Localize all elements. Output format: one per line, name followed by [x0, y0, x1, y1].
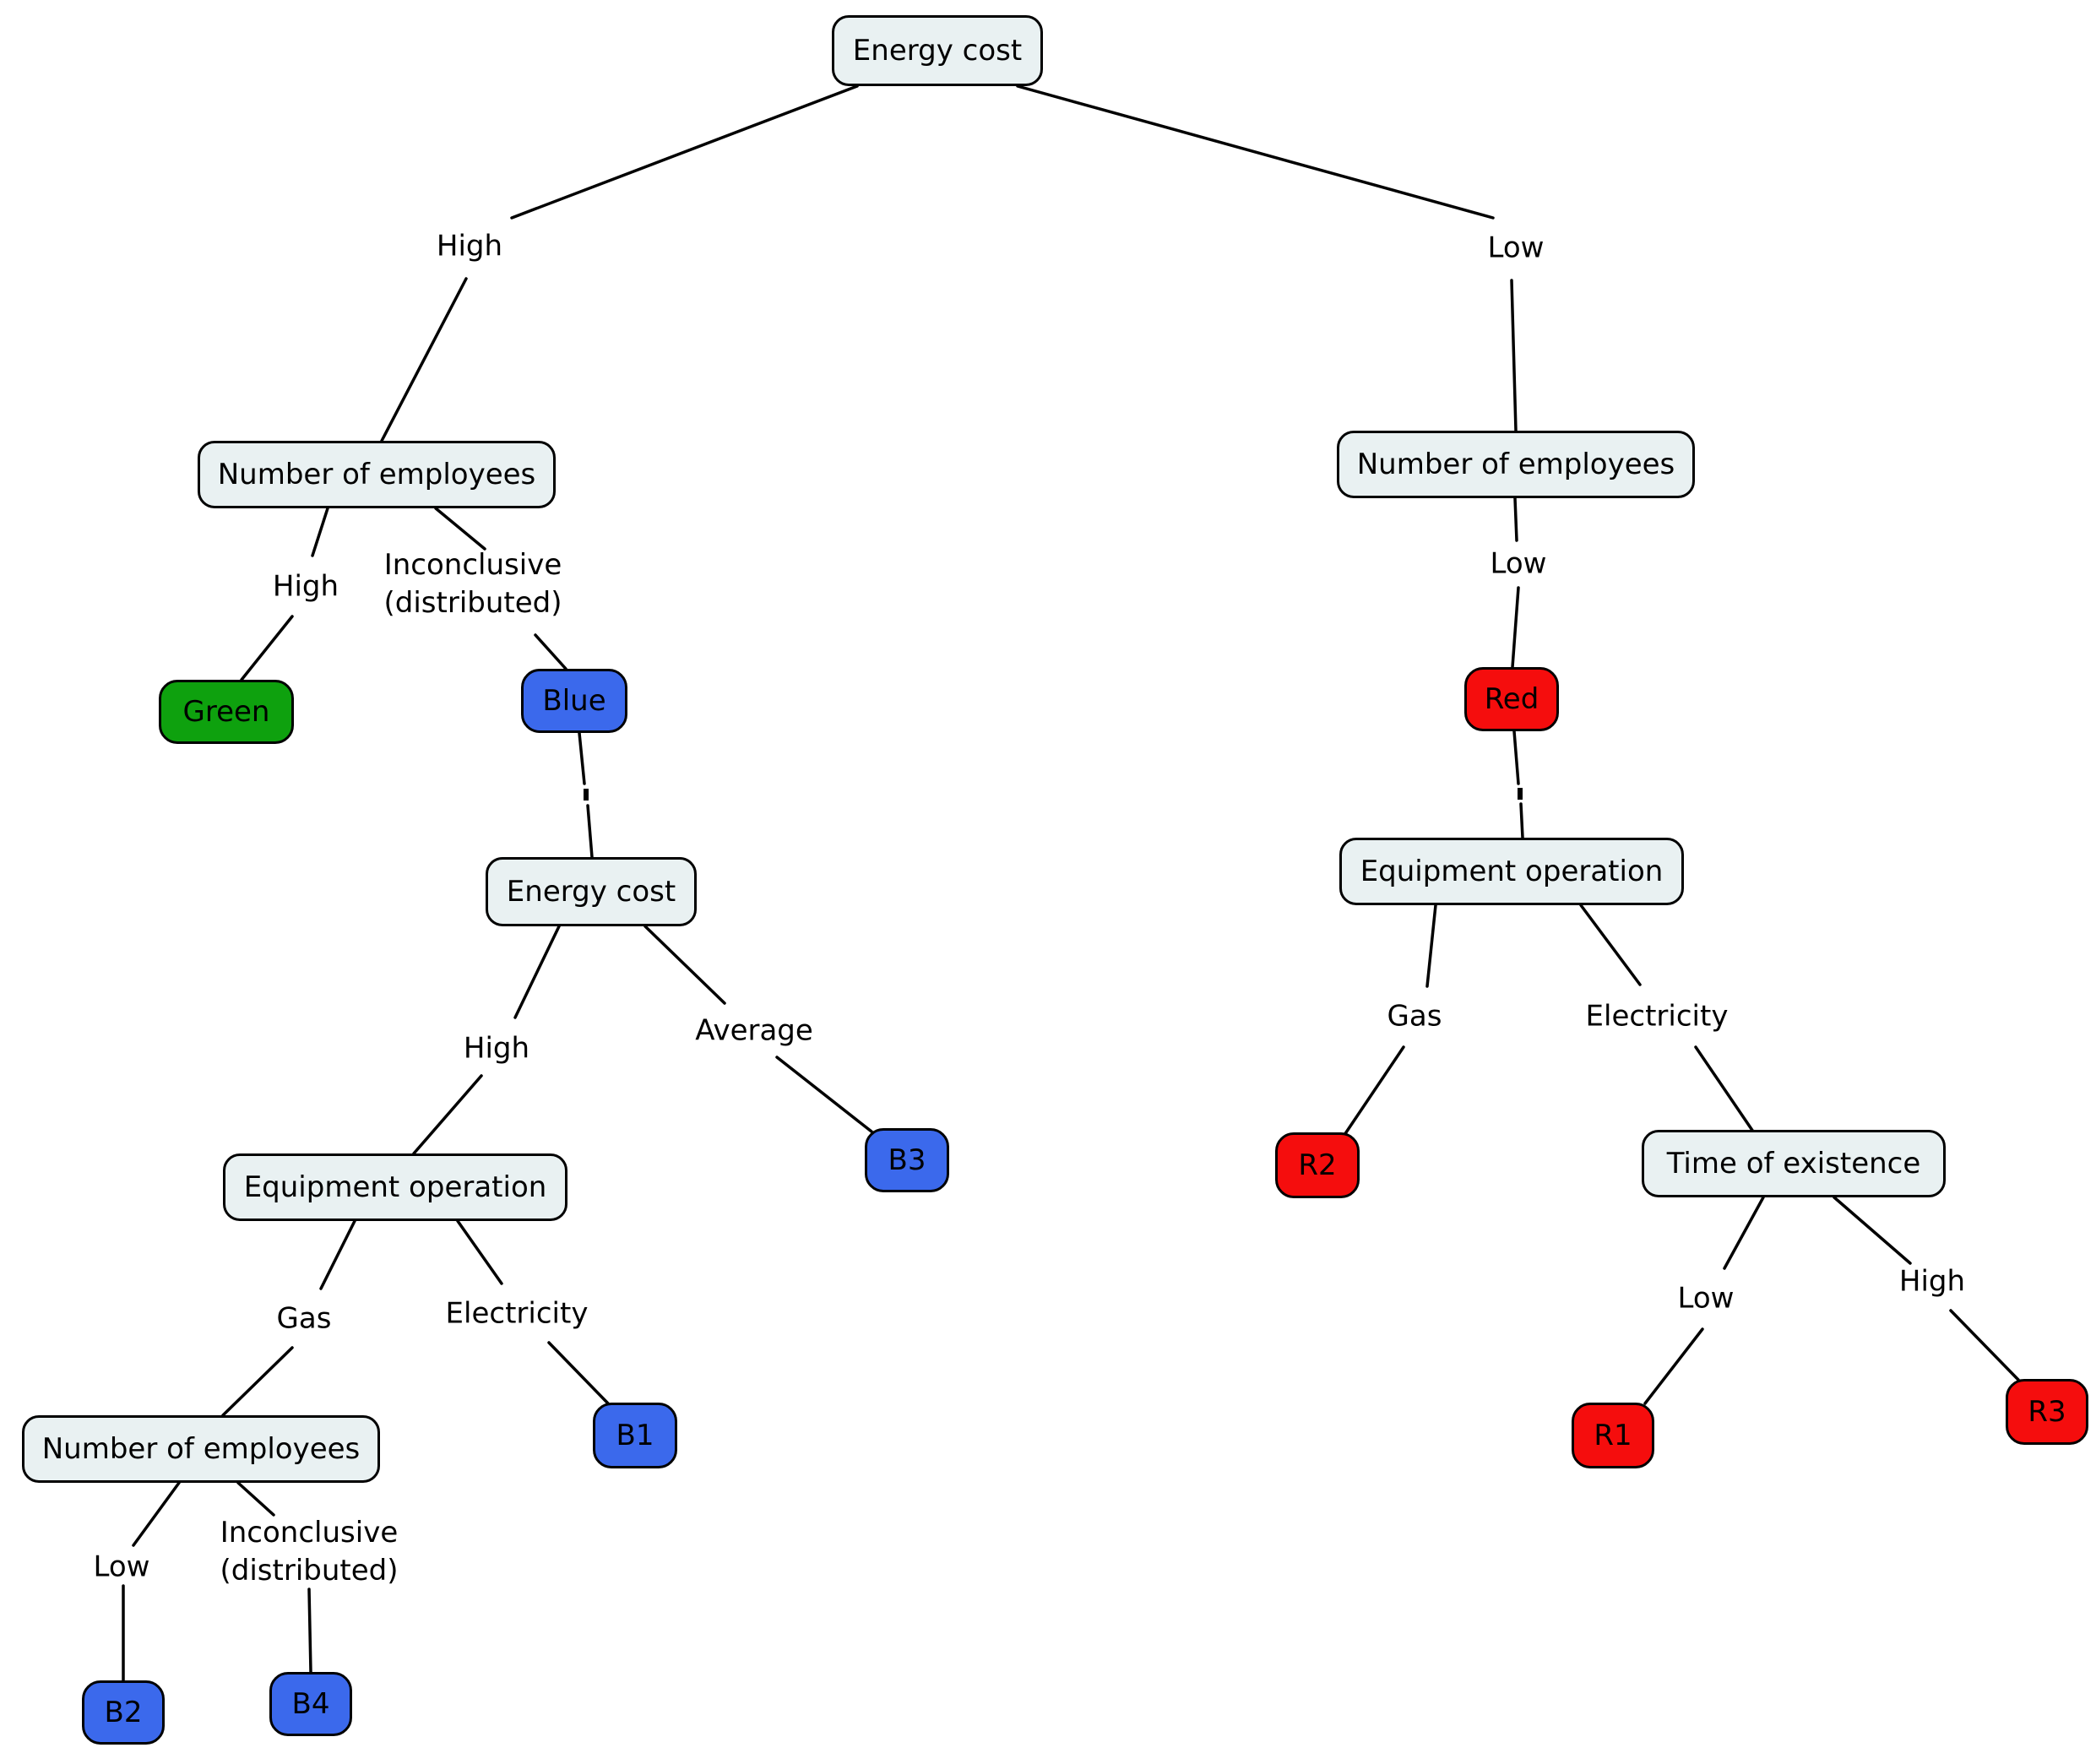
edge-line-number-of-employees-left-green [311, 507, 329, 557]
node-number-of-employees-left: Number of employees [198, 441, 556, 508]
node-number-of-employees-bottom: Number of employees [22, 1415, 380, 1483]
edge-label-number-of-employees-bottom-b2: Low [93, 1550, 150, 1584]
edge-line-number-of-employees-left-blue [534, 633, 567, 670]
edge-label-number-of-employees-right-red: Low [1490, 546, 1547, 581]
edge-label-equipment-operation-left-b1: Electricity [445, 1296, 589, 1331]
edge-line-time-of-existence-r3 [1949, 1309, 2020, 1381]
node-r3: R3 [2006, 1379, 2088, 1445]
edge-line-equipment-operation-left-b1 [456, 1219, 503, 1285]
edge-line-equipment-operation-left-b1 [547, 1341, 610, 1405]
edge-line-energy-cost-2-equipment-operation-left [513, 925, 561, 1019]
edge-line-energy-cost-root-number-of-employees-left [510, 84, 859, 220]
edge-label-number-of-employees-left-blue: Inconclusive (distributed) [383, 548, 562, 620]
edge-label-energy-cost-root-number-of-employees-left: High [436, 229, 503, 263]
edge-line-time-of-existence-r1 [1723, 1196, 1765, 1270]
edge-line-red-equipment-operation-right [1512, 730, 1520, 785]
edge-line-equipment-operation-right-r2 [1343, 1045, 1405, 1137]
node-b1: B1 [593, 1403, 677, 1468]
node-b3: B3 [865, 1128, 949, 1192]
edge-line-number-of-employees-bottom-b2 [132, 1481, 181, 1547]
edge-line-blue-energy-cost-2 [586, 804, 594, 859]
edge-label-time-of-existence-r1: Low [1677, 1281, 1735, 1316]
edge-line-energy-cost-root-number-of-employees-left [380, 277, 468, 442]
node-equipment-operation-right: Equipment operation [1339, 838, 1684, 905]
edge-line-number-of-employees-bottom-b4 [236, 1481, 275, 1517]
edge-line-time-of-existence-r1 [1643, 1327, 1704, 1405]
node-r2: R2 [1275, 1132, 1360, 1198]
edge-line-number-of-employees-left-green [240, 615, 294, 681]
edge-line-equipment-operation-right-time-of-existence [1579, 904, 1642, 986]
edge-line-number-of-employees-left-blue [434, 507, 486, 551]
edge-line-time-of-existence-r3 [1833, 1196, 1912, 1265]
edge-label-equipment-operation-right-r2: Gas [1387, 999, 1442, 1034]
edge-line-energy-cost-2-equipment-operation-left [412, 1074, 483, 1155]
edge-line-equipment-operation-left-number-of-employees-bottom [221, 1346, 294, 1417]
edge-line-equipment-operation-left-number-of-employees-bottom [319, 1219, 356, 1290]
edge-line-number-of-employees-bottom-b4 [307, 1588, 312, 1674]
node-r1: R1 [1572, 1403, 1654, 1468]
edge-line-blue-energy-cost-2 [578, 731, 586, 785]
edge-label-number-of-employees-left-green: High [272, 569, 339, 604]
edge-label-equipment-operation-right-time-of-existence: Electricity [1585, 999, 1729, 1034]
node-number-of-employees-right: Number of employees [1337, 431, 1695, 498]
node-equipment-operation-left: Equipment operation [223, 1153, 567, 1221]
edge-label-number-of-employees-bottom-b4: Inconclusive (distributed) [220, 1516, 399, 1588]
edge-label-time-of-existence-r3: High [1898, 1264, 1966, 1299]
edge-line-energy-cost-root-number-of-employees-right [1016, 84, 1495, 220]
node-energy-cost-2: Energy cost [486, 857, 697, 926]
edge-line-equipment-operation-right-r2 [1425, 904, 1437, 988]
edge-label-energy-cost-2-equipment-operation-left: High [463, 1031, 530, 1066]
edge-label-energy-cost-2-b3: Average [695, 1013, 813, 1048]
edge-label-equipment-operation-left-number-of-employees-bottom: Gas [276, 1301, 332, 1336]
edge-line-energy-cost-2-b3 [775, 1056, 873, 1133]
node-red: Red [1464, 667, 1559, 731]
node-b2: B2 [82, 1680, 165, 1745]
node-time-of-existence: Time of existence [1642, 1130, 1946, 1197]
edge-label-energy-cost-root-number-of-employees-right: Low [1487, 231, 1545, 265]
edge-line-number-of-employees-right-red [1511, 586, 1520, 669]
edge-line-energy-cost-2-b3 [643, 925, 726, 1005]
edge-line-energy-cost-root-number-of-employees-right [1510, 279, 1518, 432]
node-blue: Blue [521, 669, 627, 733]
edge-line-number-of-employees-right-red [1513, 497, 1518, 542]
edge-line-red-equipment-operation-right [1519, 802, 1524, 839]
edge-line-equipment-operation-right-time-of-existence [1694, 1045, 1755, 1133]
node-b4: B4 [269, 1672, 352, 1736]
node-green: Green [159, 680, 294, 744]
node-energy-cost-root: Energy cost [832, 15, 1043, 86]
